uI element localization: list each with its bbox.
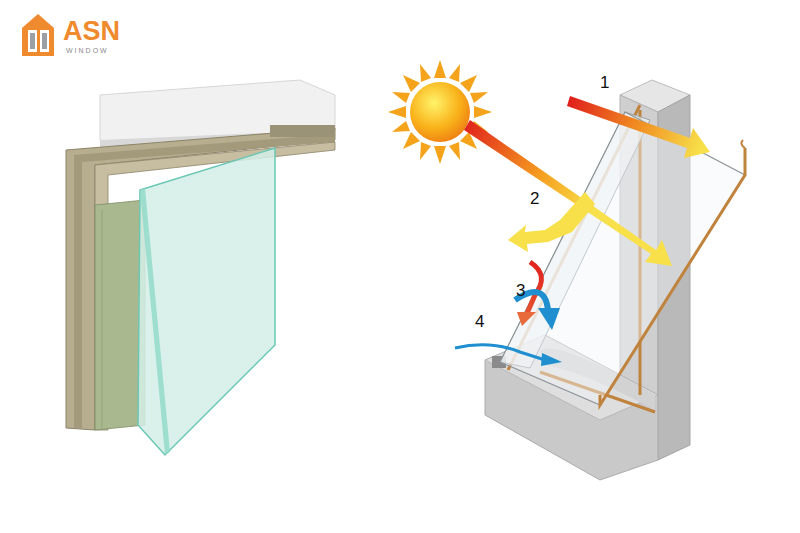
brand-subtitle: WINDOW [66,47,109,54]
callout-number: 4 [475,313,484,330]
callout-number: 3 [516,282,525,299]
callout-number: 2 [530,190,539,207]
brand-name: ASN [63,18,120,45]
sun [388,60,492,164]
callout-number: 1 [600,74,609,91]
energy-arrows [455,96,710,366]
logo-icon [22,14,54,56]
window-cross-section [485,80,745,480]
window-frame-3d [66,80,335,455]
